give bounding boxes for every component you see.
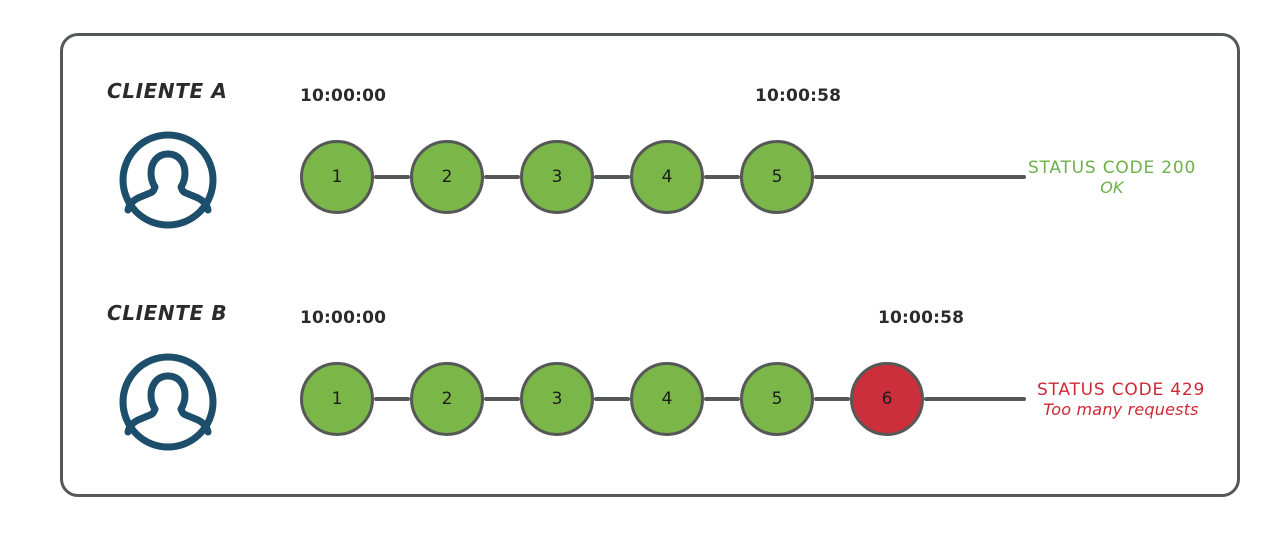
row-a-status-code: STATUS CODE 200 [1027, 158, 1197, 178]
response-line [924, 397, 1026, 401]
request-link [704, 397, 740, 401]
request-node-5[interactable]: 5 [740, 140, 814, 214]
response-line [814, 175, 1026, 179]
request-link [374, 175, 410, 179]
request-link [704, 175, 740, 179]
request-link [484, 397, 520, 401]
row-a-status-badge: STATUS CODE 200 OK [1026, 158, 1198, 197]
request-node-6[interactable]: 6 [850, 362, 924, 436]
request-node-4[interactable]: 4 [630, 362, 704, 436]
request-link [594, 397, 630, 401]
request-node-3[interactable]: 3 [520, 362, 594, 436]
request-node-3[interactable]: 3 [520, 140, 594, 214]
request-link [814, 397, 850, 401]
request-node-2[interactable]: 2 [410, 140, 484, 214]
row-a-time-end: 10:00:58 [755, 86, 842, 106]
request-node-4[interactable]: 4 [630, 140, 704, 214]
row-b-time-end: 10:00:58 [878, 308, 965, 328]
request-node-2[interactable]: 2 [410, 362, 484, 436]
request-node-5[interactable]: 5 [740, 362, 814, 436]
row-a-time-start: 10:00:00 [300, 86, 387, 106]
client-b-label: CLIENTE B [107, 301, 228, 325]
request-link [374, 397, 410, 401]
client-a-label: CLIENTE A [107, 79, 228, 103]
user-avatar-icon [116, 350, 220, 454]
user-avatar-icon [116, 128, 220, 232]
request-node-1[interactable]: 1 [300, 140, 374, 214]
request-link [594, 175, 630, 179]
row-b-status-detail: Too many requests [1043, 400, 1199, 419]
row-a-status-detail: OK [1100, 178, 1124, 197]
request-node-1[interactable]: 1 [300, 362, 374, 436]
request-link [484, 175, 520, 179]
row-b-time-start: 10:00:00 [300, 308, 387, 328]
row-b-status-code: STATUS CODE 429 [1036, 380, 1206, 400]
row-b-status-badge: STATUS CODE 429 Too many requests [1026, 380, 1216, 419]
